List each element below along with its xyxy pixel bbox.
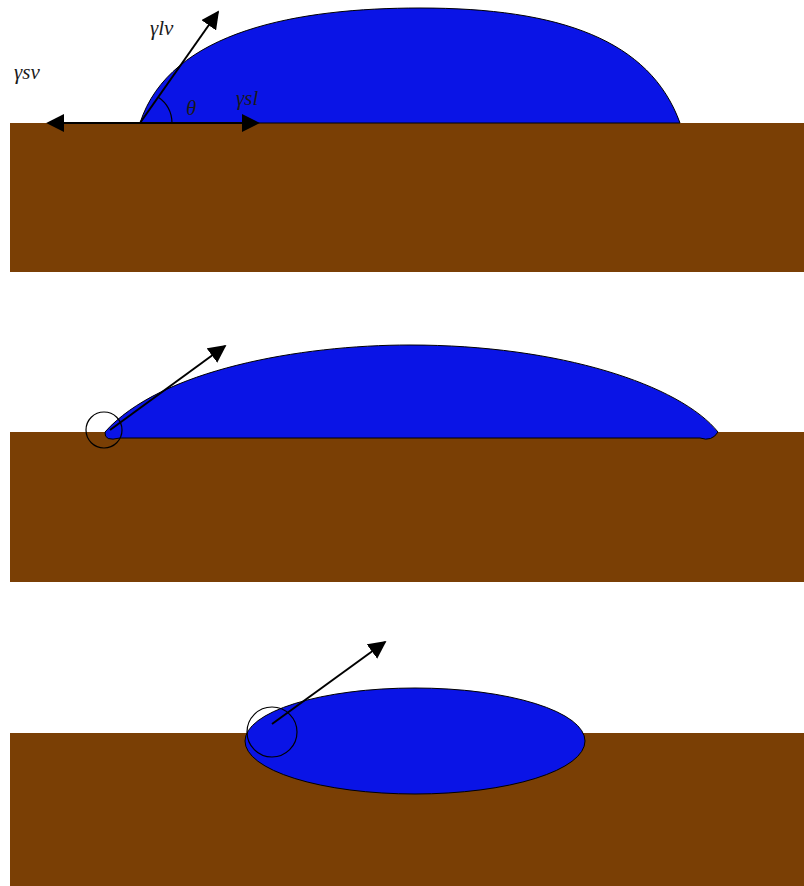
force-arrow <box>110 346 225 430</box>
force-arrow <box>140 122 258 124</box>
angle-label: θ <box>186 98 196 119</box>
force-arrow <box>48 122 140 124</box>
contact-line-circle <box>86 412 122 448</box>
droplet <box>140 8 680 123</box>
force-arrow <box>140 12 218 123</box>
surface-tension-label: γsl <box>236 88 258 109</box>
substrate <box>10 432 804 582</box>
substrate <box>10 123 804 272</box>
surface-tension-label: γsv <box>14 62 40 83</box>
force-arrow <box>272 642 385 724</box>
angle-arc <box>158 97 172 123</box>
droplet <box>105 345 718 439</box>
surface-tension-label: γlv <box>150 18 173 39</box>
droplet <box>245 688 585 794</box>
contact-line-circle <box>247 707 297 757</box>
